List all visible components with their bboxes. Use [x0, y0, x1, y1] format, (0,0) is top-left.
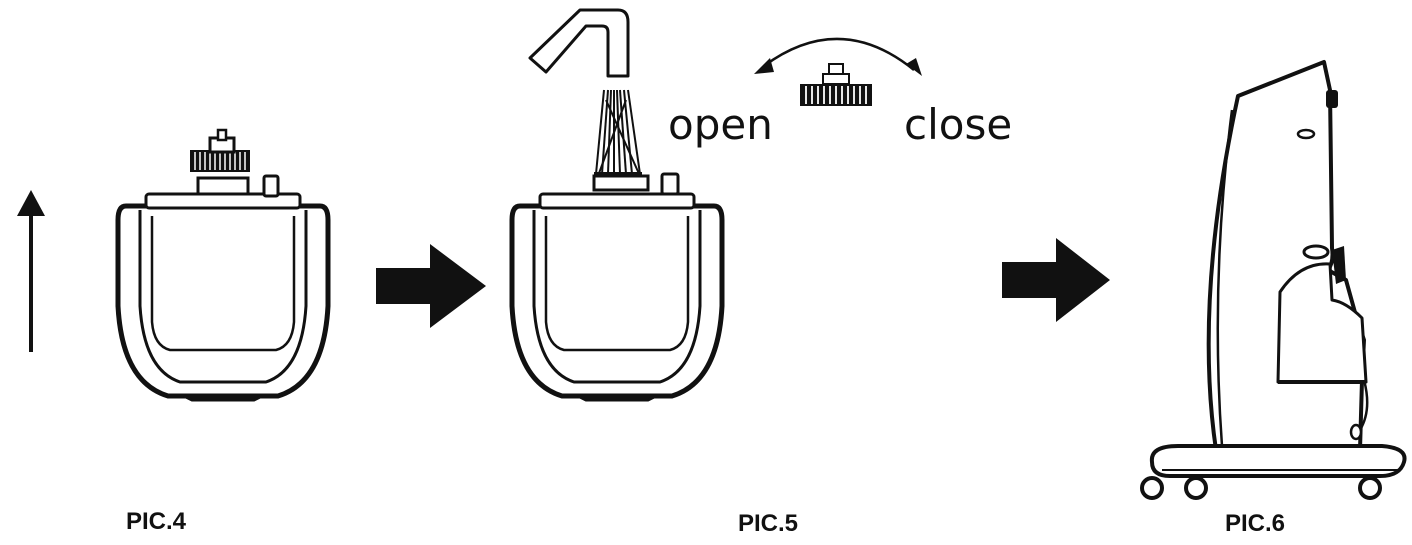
pic6-caption: PIC.6	[1225, 510, 1286, 537]
close-label: close	[904, 100, 1013, 149]
pic5-jar-with-tube	[512, 172, 722, 400]
right-arrow-icon	[1002, 238, 1110, 322]
open-close-dial	[754, 37, 922, 107]
right-arrow-icon	[376, 244, 486, 328]
pic6-steamer-stand	[1140, 60, 1407, 500]
open-label: open	[668, 100, 773, 149]
pic5-caption: PIC.5	[738, 510, 799, 537]
hook-nozzle	[528, 8, 630, 78]
tube-bundle	[594, 89, 642, 177]
pic4-caption: PIC.4	[126, 508, 187, 535]
up-arrow-icon	[17, 190, 45, 352]
pic4-jar-with-cap	[118, 128, 328, 400]
